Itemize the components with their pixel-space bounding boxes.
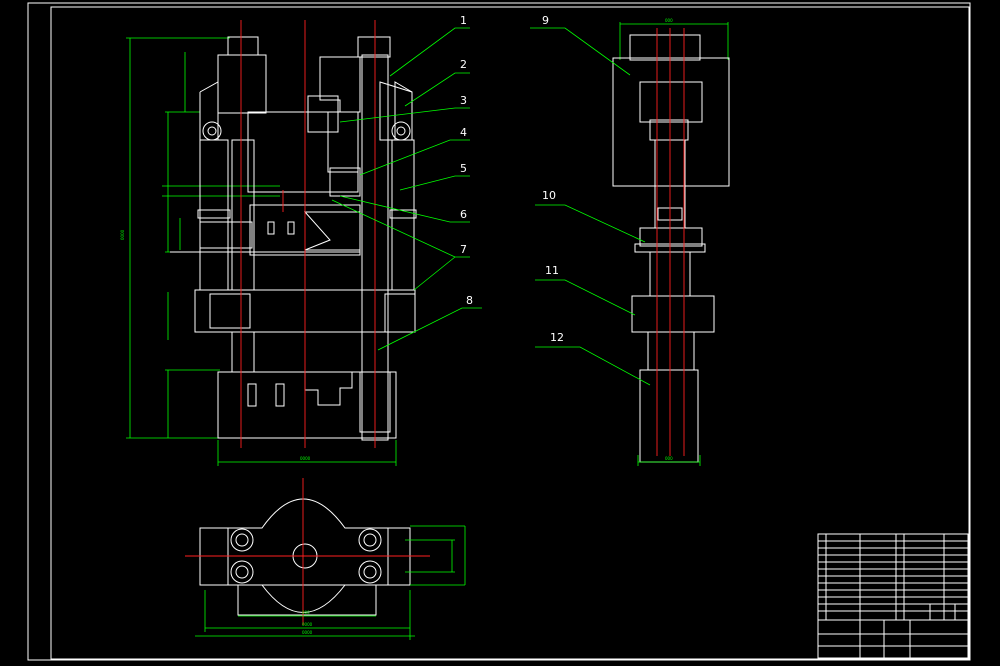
- front-view: 0000 0000: [120, 20, 417, 466]
- part-label-7: 7: [460, 243, 467, 256]
- part-label-4: 4: [460, 126, 467, 139]
- part-label-8: 8: [466, 294, 473, 307]
- title-block: [817, 533, 969, 659]
- part-label-5: 5: [460, 162, 467, 175]
- svg-text:0000: 0000: [302, 622, 313, 627]
- svg-text:0000: 0000: [300, 456, 311, 461]
- leader-lines: [331, 27, 651, 386]
- svg-text:0000: 0000: [302, 630, 313, 635]
- part-label-10: 10: [542, 189, 556, 202]
- part-label-11: 11: [545, 264, 559, 277]
- top-view: 000 0000 0000: [185, 478, 466, 640]
- svg-text:000: 000: [665, 456, 673, 461]
- part-label-6: 6: [460, 208, 467, 221]
- inner-frame: [50, 6, 970, 660]
- side-view: 000 000: [612, 18, 730, 466]
- part-label-9: 9: [542, 14, 549, 27]
- outer-frame: [27, 2, 971, 661]
- part-label-1: 1: [460, 14, 467, 27]
- svg-text:000: 000: [302, 610, 310, 615]
- svg-text:000: 000: [665, 18, 673, 23]
- part-label-3: 3: [460, 94, 467, 107]
- svg-text:0000: 0000: [120, 229, 125, 240]
- part-label-2: 2: [460, 58, 467, 71]
- part-label-12: 12: [550, 331, 564, 344]
